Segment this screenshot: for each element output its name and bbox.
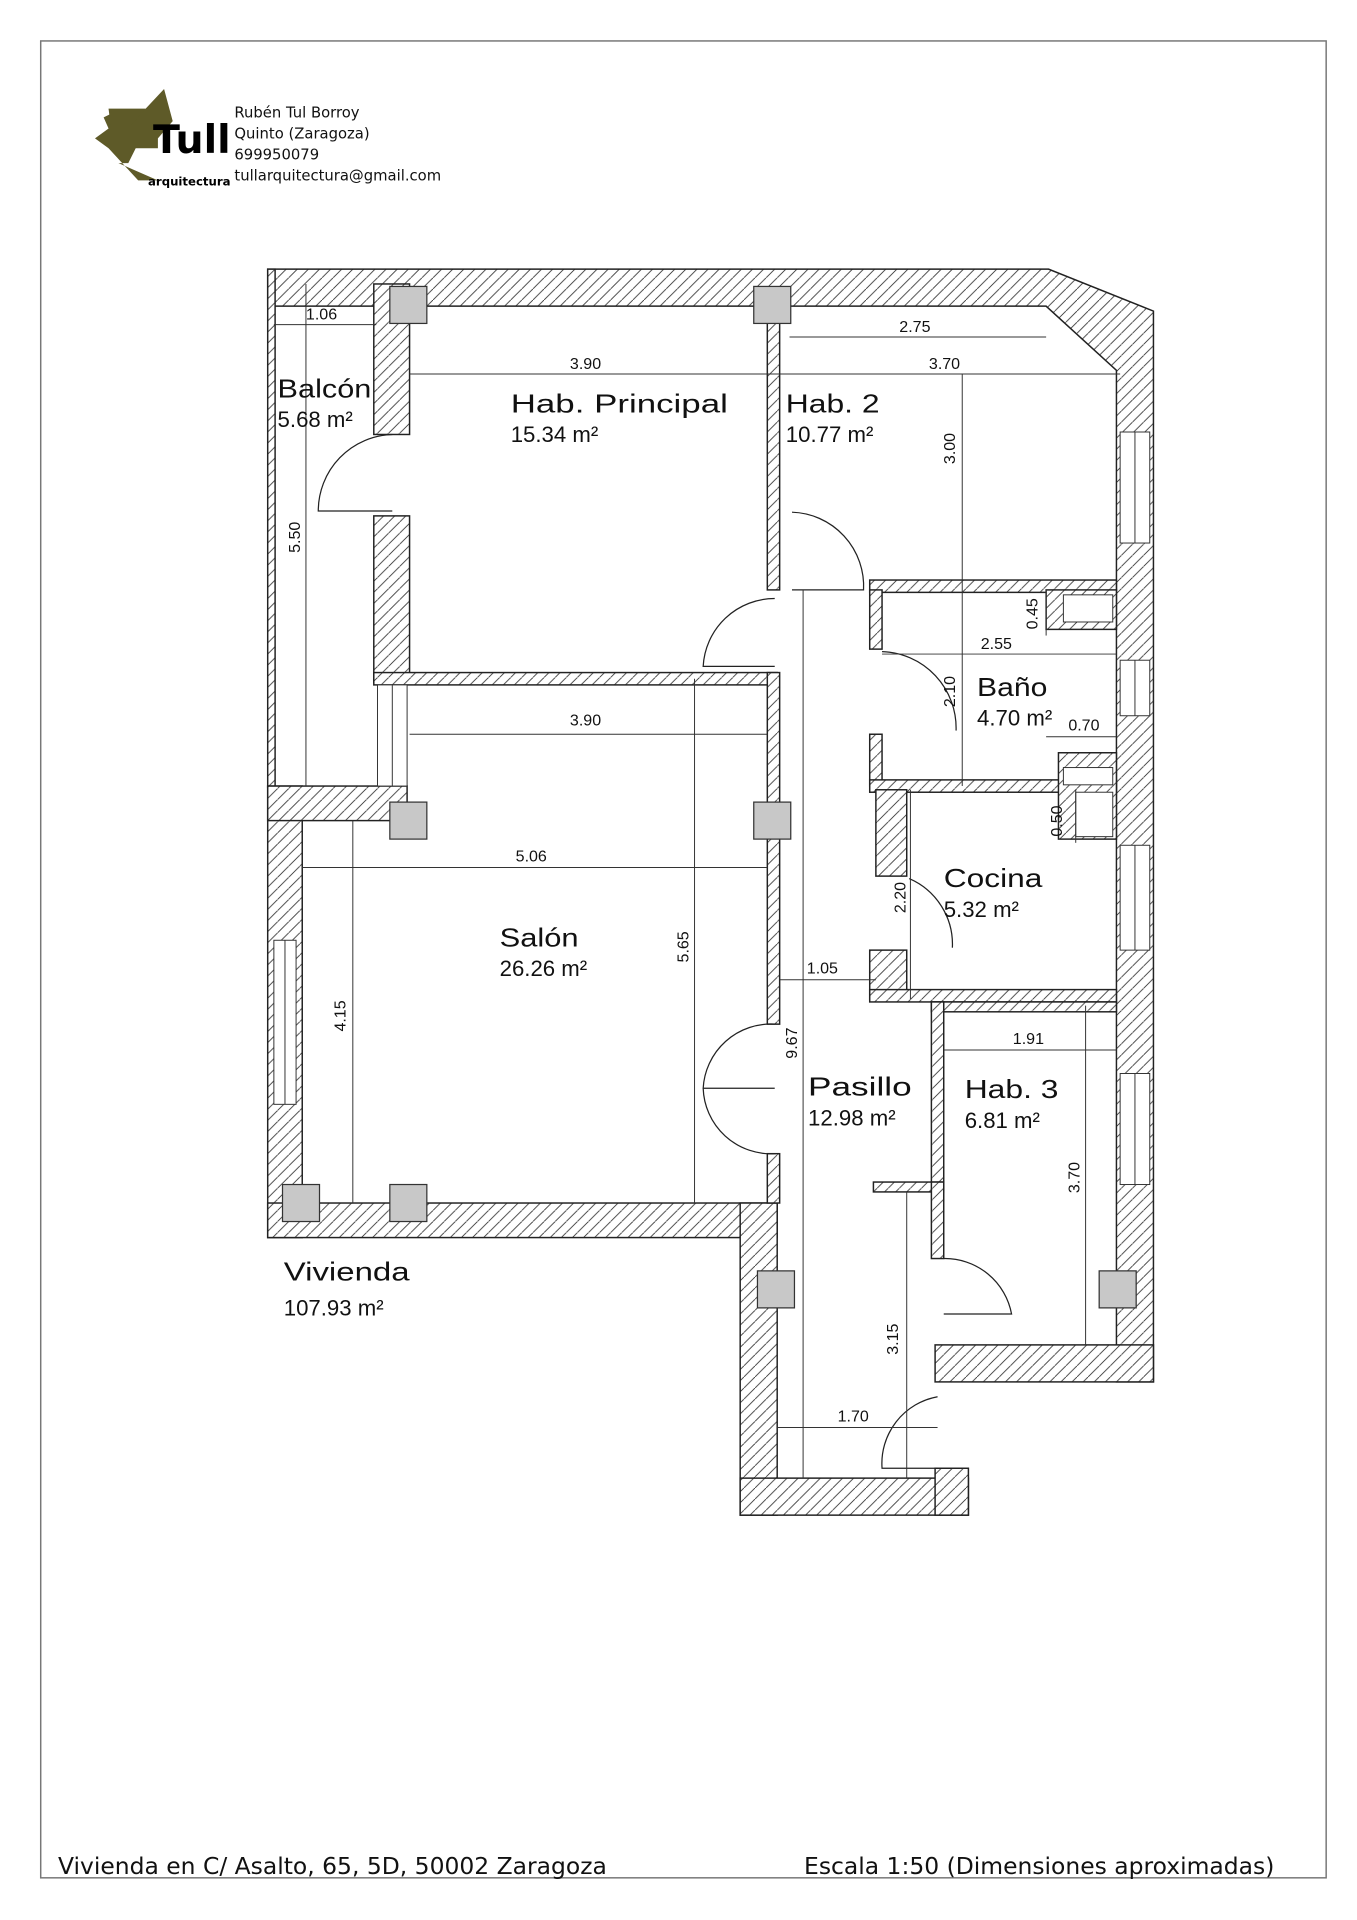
room-area-vivienda: 107.93 m² — [284, 1295, 384, 1320]
room-area-hab3: 6.81 m² — [965, 1108, 1040, 1133]
room-name-cocina: Cocina — [944, 865, 1043, 893]
door-hab3 — [943, 1257, 1013, 1315]
balcony-railing — [266, 268, 276, 789]
dim-pasillo-width: 1.05 — [807, 960, 838, 978]
room-name-hab-principal: Hab. Principal — [511, 390, 728, 418]
door-cocina — [908, 878, 953, 948]
room-name-bano: Baño — [977, 674, 1047, 702]
footer-address: Vivienda en C/ Asalto, 65, 5D, 50002 Zar… — [58, 1852, 607, 1880]
bano-wall-upper — [868, 589, 883, 650]
balcony-bottom-wall — [266, 785, 408, 822]
author-name: Rubén Tul Borroy — [234, 104, 359, 121]
dim-hab2-depth: 3.00 — [941, 433, 959, 464]
dim-salon-depth: 5.65 — [674, 931, 692, 962]
cocina-wall-upper — [875, 789, 908, 877]
pillar — [281, 1183, 321, 1223]
room-area-bano: 4.70 m² — [977, 706, 1052, 731]
room-name-vivienda: Vivienda — [284, 1259, 411, 1287]
door-hab2 — [791, 511, 865, 591]
dimension-labels: 1.06 5.50 3.90 2.75 3.70 3.00 0.45 2.55 … — [286, 306, 1100, 1426]
dim-salon-width: 5.06 — [516, 847, 547, 865]
entry-wall-stub — [934, 1467, 970, 1516]
author-email[interactable]: tullarquitectura@gmail.com — [234, 167, 441, 184]
sheet-border — [39, 40, 1327, 1879]
dim-bano-width: 2.55 — [981, 635, 1012, 653]
room-name-salon: Salón — [500, 924, 579, 952]
pillar — [389, 285, 428, 325]
room-area-salon: 26.26 m² — [500, 956, 588, 981]
dim-shaft1: 0.45 — [1023, 598, 1041, 629]
room-area-hab-principal: 15.34 m² — [511, 422, 599, 447]
dim-salon-upper-width: 3.90 — [570, 712, 601, 730]
dim-hab2-inner-width: 2.75 — [899, 318, 930, 336]
door-entry — [881, 1396, 938, 1469]
room-name-hab3: Hab. 3 — [965, 1076, 1059, 1104]
dim-entry-depth: 3.15 — [884, 1323, 902, 1354]
logo-subtitle: arquitectura — [148, 174, 230, 188]
salon-bottom-wall — [266, 1202, 778, 1239]
door-hab-principal — [702, 597, 775, 668]
room-area-hab2: 10.77 m² — [786, 422, 874, 447]
dim-salon-left-depth: 4.15 — [331, 1000, 349, 1031]
pillars — [281, 285, 1137, 1309]
hab3-bottom-wall — [934, 1344, 1155, 1383]
tull-logo: Tull arquitectura — [94, 89, 231, 188]
dim-hab-principal-width: 3.90 — [570, 355, 601, 373]
author-location: Quinto (Zaragoza) — [234, 125, 369, 142]
room-labels: Balcón 5.68 m² Hab. Principal 15.34 m² H… — [278, 375, 1059, 1320]
pillar — [1098, 1270, 1137, 1309]
pasillo-left-exterior-wall — [739, 1202, 778, 1516]
pasillo-bottom-wall — [739, 1477, 970, 1516]
door-salon-double — [702, 1023, 775, 1155]
footer-scale: Escala 1:50 (Dimensiones aproximadas) — [804, 1852, 1274, 1880]
bano-wall-lower — [868, 733, 883, 787]
dim-entry-width: 1.70 — [838, 1407, 869, 1425]
dim-balcon-width: 1.06 — [306, 306, 337, 324]
salon-pasillo-wall-lower — [766, 1152, 781, 1204]
pillar — [756, 1270, 796, 1309]
dim-hab2-width: 3.70 — [929, 355, 960, 373]
dim-hab3-depth: 3.70 — [1065, 1162, 1083, 1193]
dimension-lines — [273, 283, 1121, 1479]
pillar — [753, 801, 792, 840]
windows — [273, 431, 1151, 1186]
hab3-left-wall — [930, 1001, 945, 1186]
logo-brand: Tull — [153, 117, 231, 163]
balcon-wall-lower — [373, 515, 411, 684]
cocina-bottom-wall — [868, 988, 1118, 1003]
hab3-top-wall — [930, 1001, 1118, 1013]
dim-pasillo-length: 9.67 — [783, 1027, 801, 1058]
dim-shaft2-depth: 0.50 — [1048, 805, 1066, 836]
doors — [317, 433, 1013, 1469]
hab3-left-wall-lower — [930, 1181, 945, 1260]
dim-shaft2-width: 0.70 — [1068, 717, 1099, 735]
room-area-balcon: 5.68 m² — [278, 407, 353, 432]
pillar — [389, 1183, 428, 1223]
room-area-pasillo: 12.98 m² — [808, 1105, 896, 1130]
room-name-pasillo: Pasillo — [808, 1074, 912, 1102]
door-balcon — [317, 433, 393, 512]
salon-pasillo-wall — [766, 671, 781, 1025]
hab-principal-hab2-wall — [766, 305, 781, 591]
author-phone: 699950079 — [234, 146, 319, 163]
dim-hab3-width: 1.91 — [1013, 1030, 1044, 1048]
dim-balcon-length: 5.50 — [286, 522, 304, 553]
room-name-hab2: Hab. 2 — [786, 390, 880, 418]
pillar — [389, 801, 428, 840]
room-name-balcon: Balcón — [278, 375, 372, 403]
dim-bano-depth: 2.10 — [941, 676, 959, 707]
pillar — [753, 285, 792, 325]
dim-cocina-depth: 2.20 — [891, 882, 909, 913]
room-area-cocina: 5.32 m² — [944, 897, 1019, 922]
hab-principal-salon-wall — [373, 671, 778, 686]
